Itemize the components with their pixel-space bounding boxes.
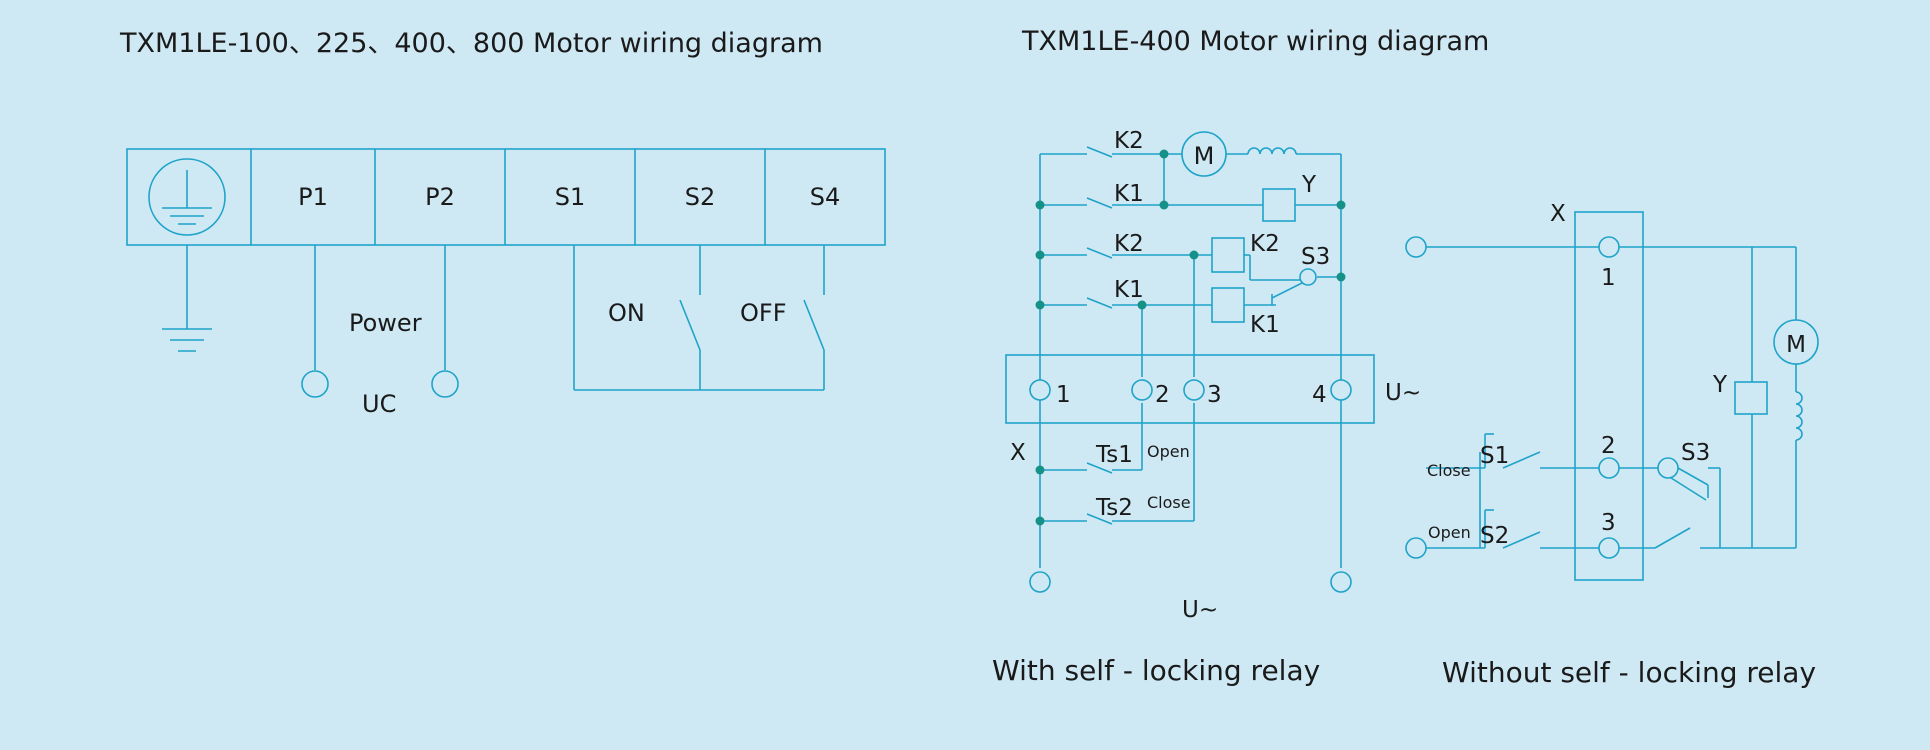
terminal-1-label: 1 <box>1056 382 1071 408</box>
no-relay-open-label: Open <box>1428 523 1471 542</box>
no-relay-s3-label: S3 <box>1681 440 1710 466</box>
u-bottom-label: U~ <box>1182 597 1218 623</box>
left-title: TXM1LE-100、225、400、800 Motor wiring diag… <box>119 28 823 59</box>
terminal-block <box>126 148 886 246</box>
off-label: OFF <box>740 299 787 327</box>
terminal-circles <box>1029 379 1352 593</box>
no-relay-motor-label: M <box>1786 332 1806 358</box>
terminal-3-label: 3 <box>1207 382 1222 408</box>
earth-ground-icon <box>162 245 212 352</box>
motor-icon <box>1181 131 1227 177</box>
caption-with-relay: With self - locking relay <box>992 654 1320 687</box>
caption-without-relay: Without self - locking relay <box>1442 656 1816 689</box>
open-label: Open <box>1147 442 1190 461</box>
ts2-label: Ts2 <box>1095 495 1133 521</box>
no-relay-terminal-1-label: 1 <box>1601 265 1616 291</box>
junction-dots <box>1035 149 1346 526</box>
no-relay-terminal-2-label: 2 <box>1601 433 1616 459</box>
cell-s1: S1 <box>555 183 586 211</box>
k1-mid-label: K1 <box>1114 181 1144 207</box>
right-title: TXM1LE-400 Motor wiring diagram <box>1021 26 1489 57</box>
k2-top-label: K2 <box>1114 128 1144 154</box>
k2-coil-label: K2 <box>1250 231 1280 257</box>
ground-icon <box>148 158 226 236</box>
y-coil-icon <box>1262 188 1296 222</box>
on-off-switches <box>573 245 825 391</box>
s1-label: S1 <box>1480 443 1509 469</box>
no-relay-y-label: Y <box>1712 372 1728 398</box>
k1-coil-label: K1 <box>1250 312 1280 338</box>
cell-p2: P2 <box>425 183 455 211</box>
no-relay-close-label: Close <box>1427 461 1471 480</box>
no-relay-motor-icon <box>1773 319 1819 365</box>
no-relay-terminal-circles <box>1405 236 1679 559</box>
terminal-2-label: 2 <box>1155 382 1170 408</box>
k2-coil-icon <box>1211 237 1245 273</box>
no-relay-y-coil-icon <box>1734 381 1768 415</box>
on-label: ON <box>608 299 645 327</box>
u-right-label: U~ <box>1385 380 1421 406</box>
no-relay-x-label: X <box>1550 201 1566 227</box>
cell-s2: S2 <box>685 183 716 211</box>
terminal-4-label: 4 <box>1312 382 1327 408</box>
s3-terminal-icon <box>1299 268 1317 286</box>
k1-row4-label: K1 <box>1114 277 1144 303</box>
uc-label: UC <box>362 390 396 418</box>
y-label: Y <box>1301 172 1317 198</box>
close-label: Close <box>1147 493 1191 512</box>
power-wires <box>301 245 459 398</box>
cell-p1: P1 <box>298 183 328 211</box>
s3-label: S3 <box>1301 244 1330 270</box>
no-relay-circuit-wires <box>1426 211 1803 581</box>
power-label: Power <box>349 309 422 337</box>
k1-coil-icon <box>1211 287 1245 323</box>
cell-s4: S4 <box>810 183 841 211</box>
s2-label: S2 <box>1480 523 1509 549</box>
ts1-label: Ts1 <box>1095 442 1133 468</box>
x-label: X <box>1010 440 1026 466</box>
no-relay-terminal-3-label: 3 <box>1601 510 1616 536</box>
motor-label: M <box>1194 142 1215 170</box>
k2-row3-label: K2 <box>1114 231 1144 257</box>
